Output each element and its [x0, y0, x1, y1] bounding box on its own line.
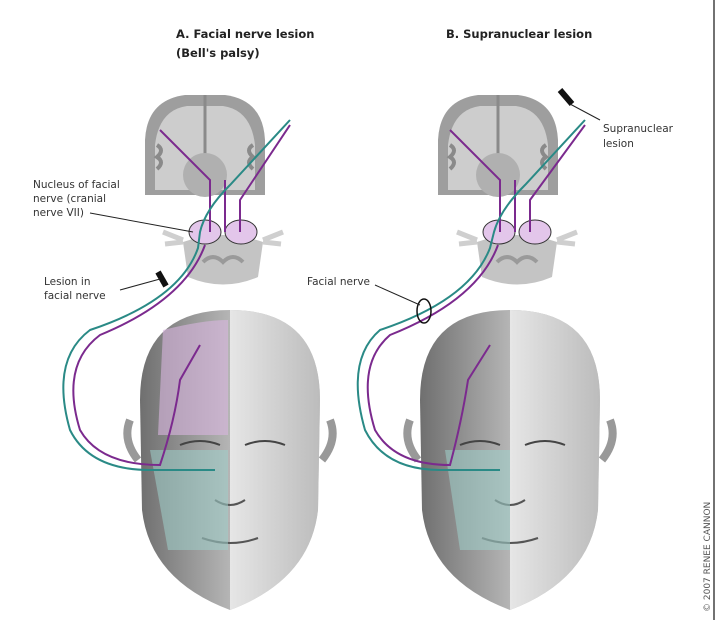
label-facial-nerve: Facial nerve: [307, 276, 370, 288]
purple-facial-nerve-b: [366, 244, 499, 467]
panel-a-subtitle: (Bell's palsy): [176, 46, 260, 60]
teal-facial-nerve-a: [62, 119, 291, 471]
label-nucleus-1: Nucleus of facial: [33, 179, 120, 191]
leader-lines-a: [89, 212, 194, 291]
brain-section-b: [436, 93, 560, 199]
label-supranuclear-2: lesion: [603, 138, 634, 150]
teal-facial-nerve-b: [356, 119, 586, 471]
label-lesion-1: Lesion in: [44, 276, 91, 288]
supranuclear-lesion-marker: [557, 88, 575, 106]
facial-nerve-circle: [416, 298, 432, 324]
brain-section-a: [143, 93, 267, 199]
purple-pathway-b: [449, 124, 586, 232]
panel-b: B. Supranuclear lesion Supranuclear lesi…: [307, 27, 674, 610]
copyright: © 2007 RENEE CANNON: [703, 502, 713, 612]
label-lesion-2: facial nerve: [44, 290, 106, 302]
label-nucleus-3: nerve VII): [33, 207, 84, 219]
lower-face-paralysis-region-b: [445, 450, 510, 550]
lower-face-paralysis-region-a: [150, 450, 228, 550]
leader-lines-b: [374, 103, 601, 306]
panel-a-title: A. Facial nerve lesion: [176, 27, 314, 41]
lesion-marker-a: [155, 270, 169, 288]
purple-facial-nerve-a: [72, 244, 206, 467]
label-supranuclear-1: Supranuclear: [603, 123, 674, 135]
panel-b-title: B. Supranuclear lesion: [446, 27, 592, 41]
forehead-paralysis-region-a: [158, 320, 228, 435]
panel-a: A. Facial nerve lesion (Bell's palsy) Nu…: [33, 27, 333, 610]
purple-pathway-a: [159, 124, 291, 232]
label-nucleus-2: nerve (cranial: [33, 193, 106, 205]
